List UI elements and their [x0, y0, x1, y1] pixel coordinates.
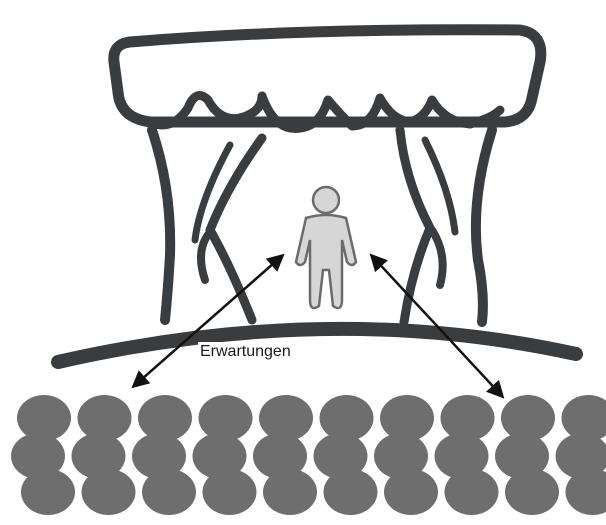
audience-head: [21, 469, 75, 515]
audience-head: [263, 469, 317, 515]
audience-head: [445, 469, 499, 515]
audience-head: [203, 469, 257, 515]
stage-floor: [58, 329, 576, 362]
left-curtain: [152, 130, 170, 320]
audience-head: [142, 469, 196, 515]
expectations-label: Erwartungen: [198, 342, 293, 362]
audience-head: [82, 469, 136, 515]
expectation-arrow-left: [134, 256, 282, 386]
audience-head: [324, 469, 378, 515]
person-icon: [296, 187, 356, 308]
right-curtain: [476, 130, 492, 322]
audience-head: [505, 469, 559, 515]
audience-crowd: [11, 395, 606, 515]
audience-head: [384, 469, 438, 515]
